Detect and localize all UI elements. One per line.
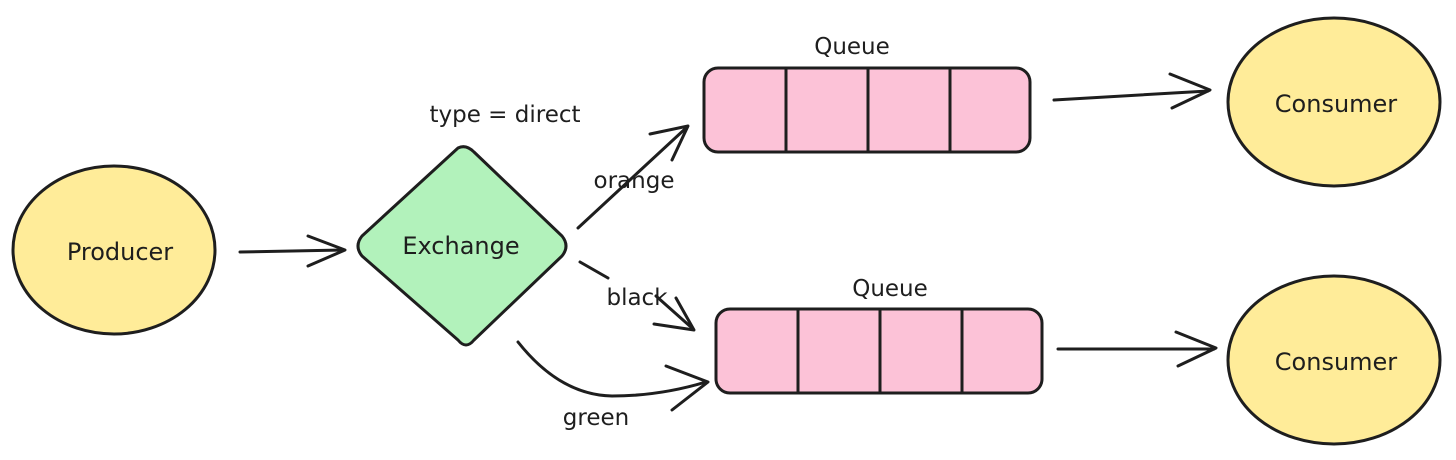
binding-orange: orange — [576, 124, 690, 230]
consumer-top-ellipse — [1226, 16, 1442, 188]
consumer-bottom-ellipse — [1226, 274, 1442, 446]
producer-ellipse — [11, 164, 217, 336]
consumer-bottom-node: Consumer — [1226, 274, 1442, 446]
queue-bottom-label: Queue — [852, 276, 928, 302]
queue-top: Queue — [702, 34, 1032, 154]
arrow-producer-exchange — [238, 234, 347, 268]
binding-black: black — [578, 260, 696, 332]
binding-label-green: green — [563, 405, 629, 431]
arrow-queue-consumer-bottom — [1056, 330, 1218, 368]
exchange-type-label: type = direct — [429, 102, 580, 128]
producer-node: Producer — [11, 164, 217, 336]
arrow-queue-consumer-top — [1052, 72, 1212, 110]
producer-label: Producer — [67, 238, 173, 266]
consumer-top-node: Consumer — [1226, 16, 1442, 188]
binding-label-black: black — [606, 285, 668, 311]
queue-bottom: Queue — [714, 276, 1044, 395]
queue-top-label: Queue — [814, 34, 890, 60]
consumer-top-label: Consumer — [1275, 90, 1398, 118]
binding-label-orange: orange — [594, 168, 675, 194]
exchange-diamond — [356, 145, 568, 347]
exchange-node: type = direct Exchange — [356, 102, 581, 347]
exchange-label: Exchange — [402, 232, 519, 260]
consumer-bottom-label: Consumer — [1275, 348, 1398, 376]
binding-green: green — [516, 340, 710, 431]
